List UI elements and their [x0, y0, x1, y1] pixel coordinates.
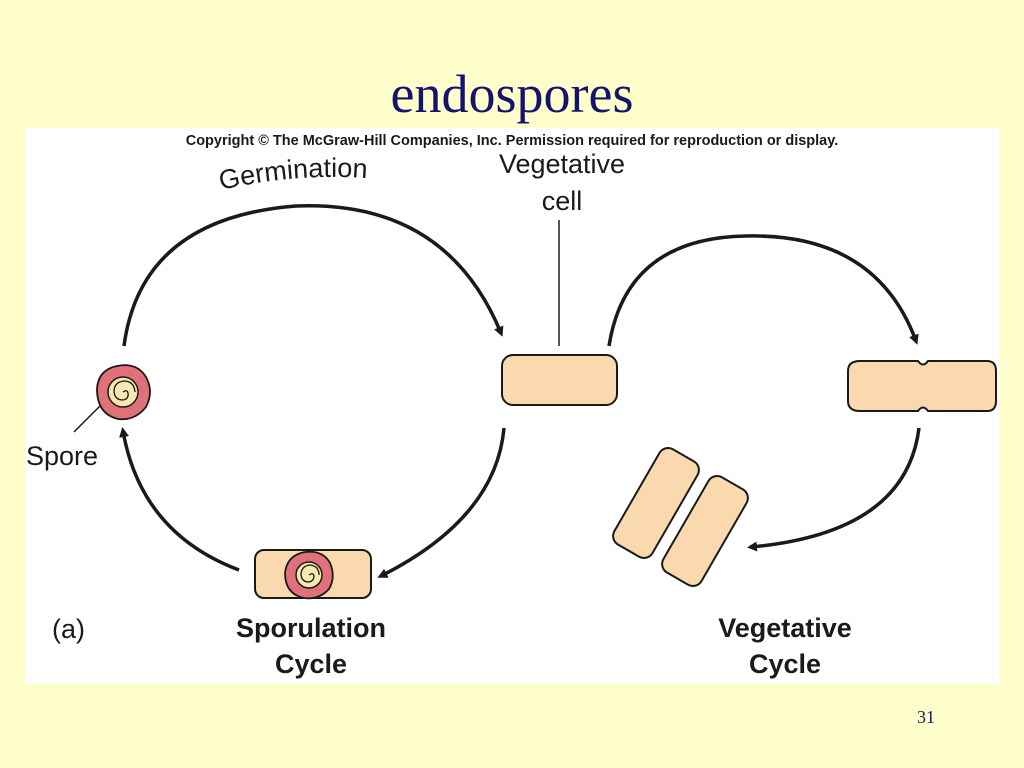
- cell-growth-arrow: [607, 234, 919, 347]
- cell-division-arrow: [747, 427, 921, 552]
- free-spore: [96, 364, 151, 421]
- spore-label: Spore: [26, 441, 98, 471]
- dividing-cell: [847, 360, 997, 412]
- copyright-notice: Copyright © The McGraw-Hill Companies, I…: [186, 133, 839, 149]
- sporulation-cycle-label-line2: Cycle: [275, 649, 347, 679]
- spore-release-arrow: [119, 427, 240, 572]
- vegetative-cell-label-line2: cell: [542, 186, 583, 216]
- daughter-cell-2: [661, 475, 749, 587]
- slide-title: endospores: [390, 64, 634, 124]
- sporulation-cycle-label-line1: Sporulation: [236, 613, 386, 643]
- endospore: [284, 550, 334, 600]
- germination-label: Germination: [216, 153, 368, 196]
- endospore-life-cycle-figure: Copyright © The McGraw-Hill Companies, I…: [26, 128, 999, 684]
- daughter-cell-1: [612, 447, 700, 559]
- slide-number: 31: [917, 707, 935, 727]
- sporulating-cell: [254, 549, 372, 600]
- daughter-cells: [612, 447, 749, 587]
- vegetative-cycle-label-line2: Cycle: [749, 649, 821, 679]
- panel-label: (a): [52, 614, 85, 644]
- life-cycle-diagram: Copyright © The McGraw-Hill Companies, I…: [26, 133, 997, 679]
- spore-leader-line: [73, 405, 101, 433]
- vegetative-cell: [501, 354, 618, 406]
- vegetative-cycle-label-line1: Vegetative: [718, 613, 852, 643]
- sporulation-arrow: [377, 427, 506, 578]
- vegetative-cell-label-line1: Vegetative: [499, 149, 625, 179]
- germination-arrow: [122, 204, 504, 347]
